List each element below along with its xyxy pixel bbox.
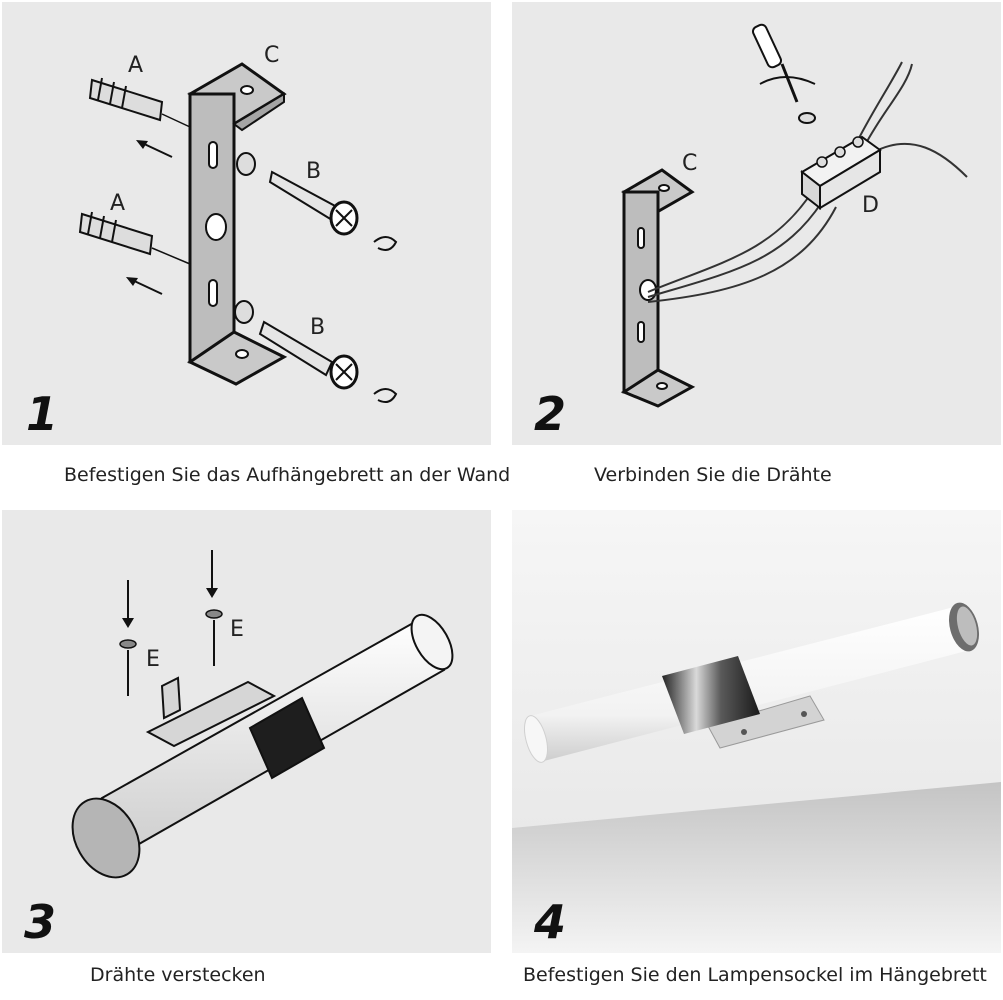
- step-4-photo: 4: [512, 510, 1001, 953]
- step-4-panel: 4: [512, 510, 1001, 953]
- step-2-panel: C D 2: [512, 2, 1001, 445]
- step-1-caption: Befestigen Sie das Aufhängebrett an der …: [64, 464, 511, 486]
- wall-plug-bottom: [78, 211, 191, 295]
- step-1-panel: A A B B C 1: [2, 2, 491, 445]
- step-3-illustration: E E 3: [24, 550, 454, 949]
- lamp-tube: [71, 613, 454, 879]
- label-b-bottom: B: [310, 315, 325, 340]
- label-d: D: [862, 193, 879, 218]
- mounting-bracket: [620, 168, 696, 408]
- wall-lamp: [524, 602, 979, 763]
- label-a-top: A: [128, 53, 143, 78]
- screw-top: [268, 170, 398, 251]
- step-1-number: 1: [26, 387, 58, 441]
- step-4-caption: Befestigen Sie den Lampensockel im Hänge…: [523, 964, 987, 986]
- step-3-caption: Drähte verstecken: [90, 964, 266, 986]
- screw-arrows: [119, 550, 223, 696]
- label-b-top: B: [306, 159, 321, 184]
- wires: [647, 61, 968, 303]
- step-2-number: 2: [534, 387, 566, 441]
- step-3-panel: E E 3: [2, 510, 491, 953]
- terminal-block: [800, 135, 882, 211]
- bracket-mounted: [145, 676, 277, 748]
- cabinet-shelf: [512, 782, 1001, 953]
- label-e-right: E: [230, 617, 244, 642]
- screwdriver: [752, 23, 816, 124]
- step-4-number: 4: [533, 895, 566, 949]
- label-c: C: [264, 43, 279, 68]
- wall-plug-top: [88, 77, 191, 158]
- mounting-bracket: [187, 62, 288, 386]
- step-3-number: 3: [24, 895, 56, 949]
- label-a-bottom: A: [110, 191, 125, 216]
- label-e-left: E: [146, 647, 160, 672]
- step-1-illustration: A A B B C 1: [26, 43, 398, 441]
- screw-bottom: [258, 320, 398, 403]
- step-2-caption: Verbinden Sie die Drähte: [594, 464, 832, 486]
- step-2-illustration: C D 2: [534, 23, 968, 441]
- label-c: C: [682, 151, 697, 176]
